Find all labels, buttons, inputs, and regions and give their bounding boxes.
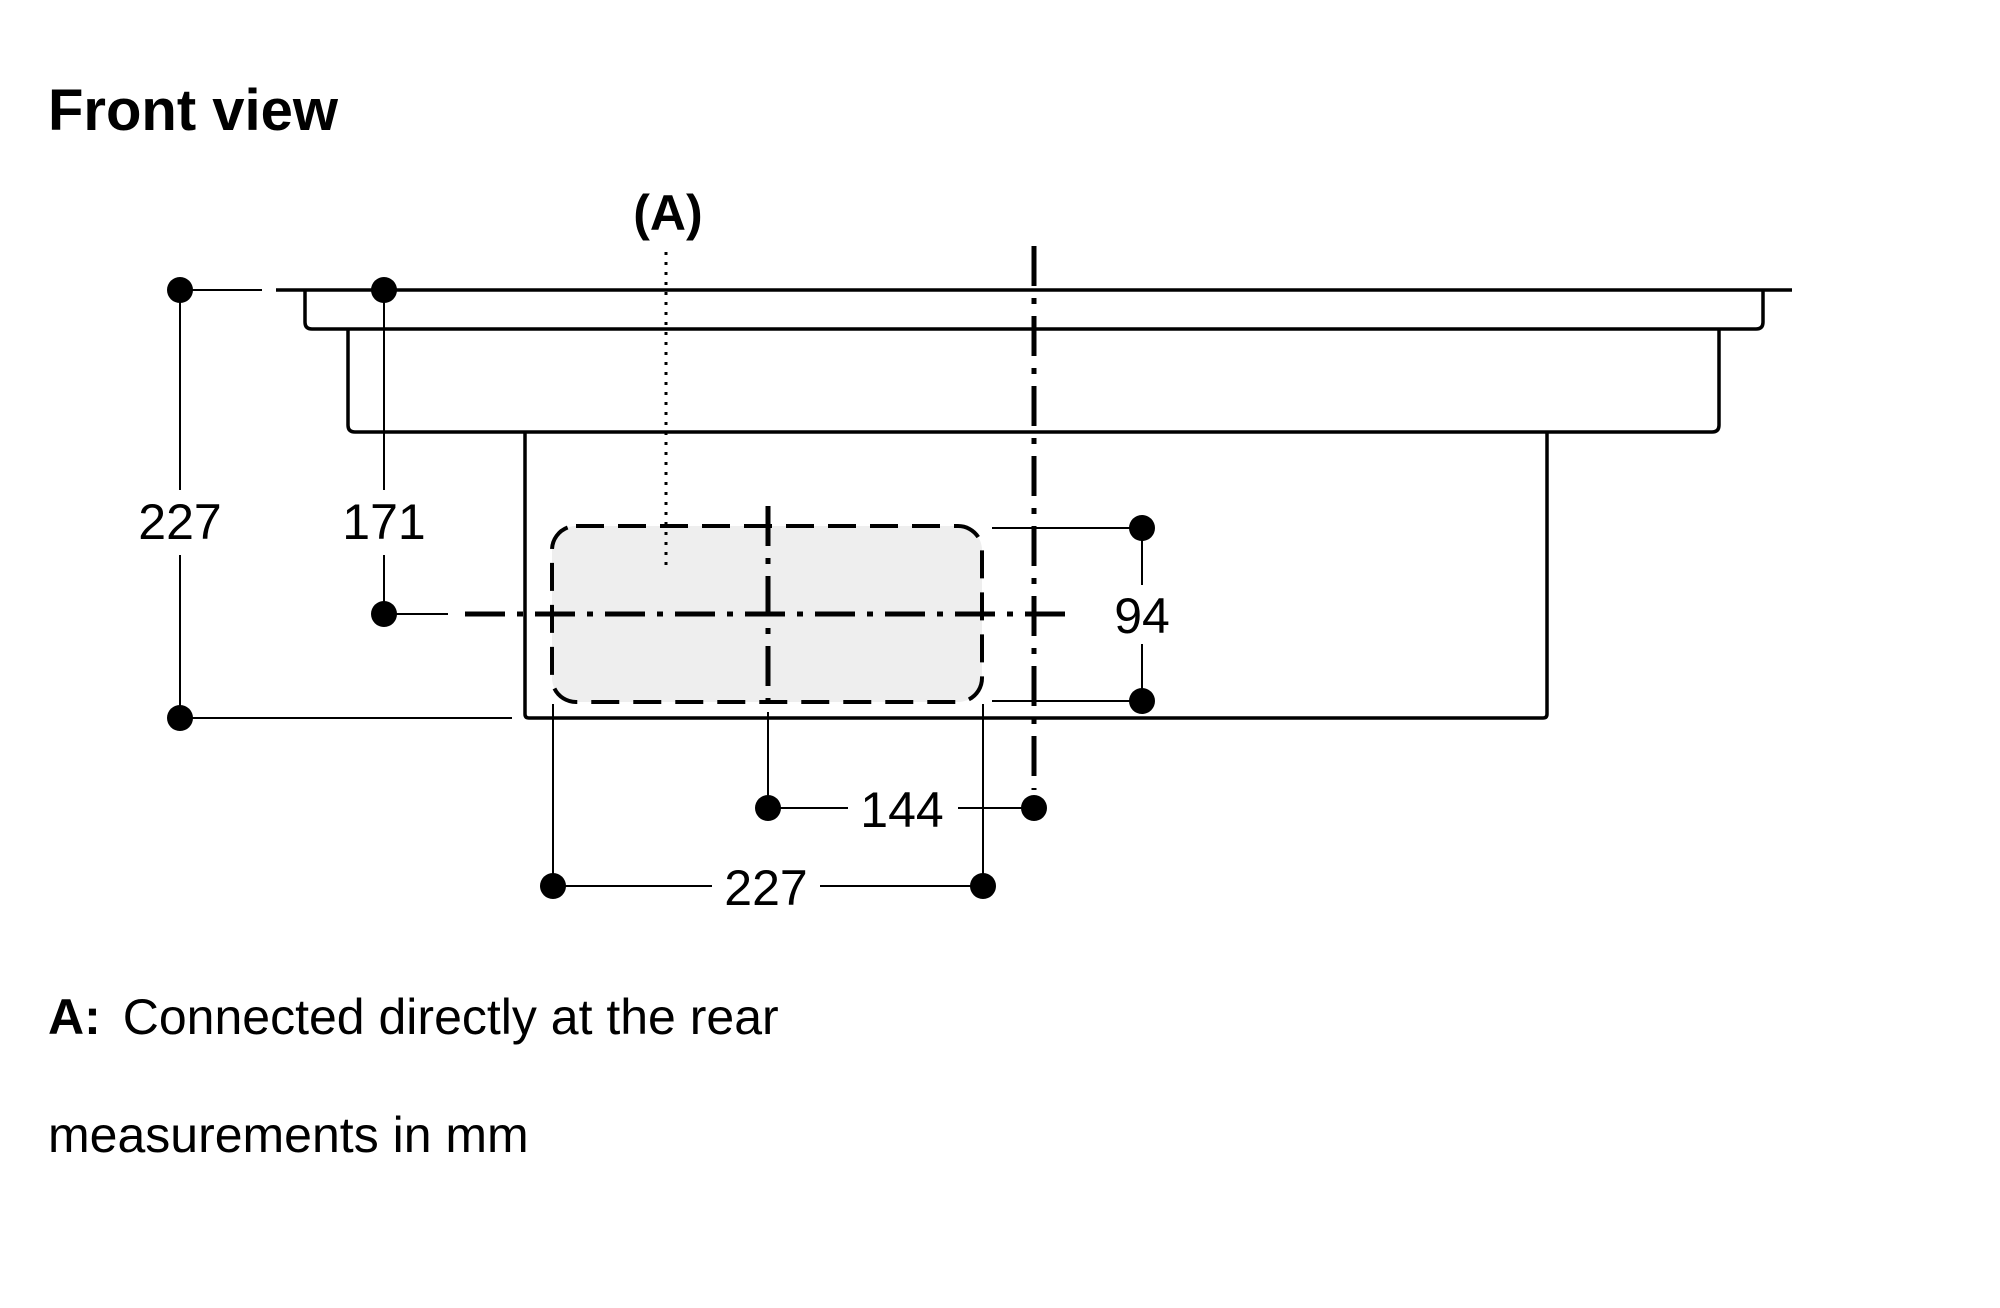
callout-label: (A) [633,185,702,241]
dimension-dot [167,705,193,731]
axis-height-label: 171 [342,494,425,550]
legend: A: Connected directly at the rear [48,992,779,1042]
units-note: measurements in mm [48,1107,529,1163]
axis-offset-label: 144 [860,782,943,838]
page-title: Front view [48,78,339,143]
opening-height-label: 94 [1114,588,1170,644]
dimension-dot [970,873,996,899]
dimension-dot [540,873,566,899]
overall-height-label: 227 [138,494,221,550]
dimension-dot [167,277,193,303]
dimension-dot [755,795,781,821]
dimension-dot [1129,688,1155,714]
dimension-lines [179,289,1143,887]
centre-lines [465,246,1070,790]
opening-width-label: 227 [724,860,807,916]
dimension-dot [1129,515,1155,541]
dimension-dot [371,601,397,627]
dimension-dots [167,277,1155,899]
cooktop-housing [346,329,1721,434]
legend-key: A: [48,989,101,1045]
dimension-dot [371,277,397,303]
legend-text: Connected directly at the rear [122,989,779,1045]
dimension-dot [1021,795,1047,821]
